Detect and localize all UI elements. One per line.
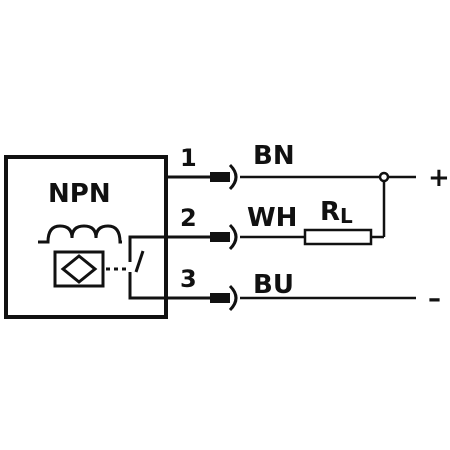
connector-pin-2 <box>210 223 238 251</box>
pin-number-2: 2 <box>180 204 197 232</box>
switch-contact <box>128 235 166 300</box>
sensor-type-label: NPN <box>48 179 111 209</box>
connector-pin-1 <box>210 163 238 191</box>
supply-minus: – <box>428 284 441 314</box>
internal-wires <box>166 175 212 300</box>
load-label-main: R <box>320 197 340 227</box>
pin-number-1: 1 <box>180 144 197 172</box>
wire-label-3: BU <box>253 270 294 300</box>
load-label-subscript: L <box>340 204 353 228</box>
junction-node <box>378 171 390 183</box>
coil-icon <box>38 224 122 244</box>
load-resistor <box>303 228 373 246</box>
connector-pin-3 <box>210 284 238 312</box>
load-label: RL <box>320 197 353 228</box>
supply-plus: + <box>428 163 450 193</box>
wire-label-1: BN <box>253 141 295 171</box>
pin-number-3: 3 <box>180 265 197 293</box>
wire-label-2: WH <box>247 203 297 233</box>
sensing-element-icon <box>53 250 105 288</box>
external-wires <box>240 175 416 300</box>
